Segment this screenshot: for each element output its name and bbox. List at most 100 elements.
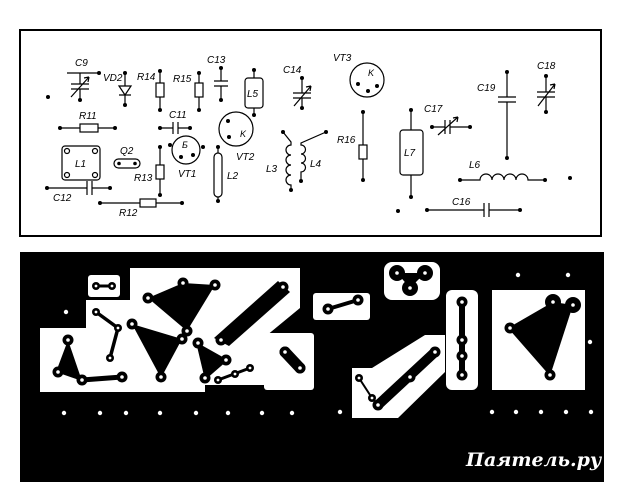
label-vt3: VT3	[333, 53, 352, 64]
resistor-r14	[155, 69, 165, 112]
label-r13: R13	[134, 173, 153, 184]
pcb-pad	[355, 374, 363, 382]
label-l3: L3	[266, 164, 278, 175]
resistor-r12	[98, 198, 184, 208]
label-c14: C14	[283, 65, 302, 76]
pcb-drill-holes	[61, 272, 594, 416]
pcb-pad	[209, 279, 221, 291]
pcb-pad	[294, 362, 306, 374]
pcb-pad	[456, 350, 468, 362]
crystal-q2	[113, 158, 141, 169]
inductor-l5	[244, 68, 264, 117]
pcb-pad	[142, 292, 154, 304]
capacitor-c19	[498, 70, 516, 160]
coil-l3	[281, 130, 293, 192]
pcb-board-panel: Паятель.ру	[20, 252, 604, 482]
label-c13: C13	[207, 55, 226, 66]
variable-capacitor-c9	[67, 71, 101, 102]
capacitor-c13	[214, 66, 228, 102]
pcb-pad	[567, 299, 579, 311]
resistor-r15	[194, 71, 204, 112]
label-vt2: VT2	[236, 152, 255, 163]
pcb-pad	[214, 376, 222, 384]
resistor-r11	[58, 123, 117, 133]
pcb-pad	[126, 318, 138, 330]
pcb-island-e	[384, 262, 440, 300]
pin-label-vt1-base: Б	[182, 140, 188, 150]
label-r16: R16	[337, 135, 356, 146]
transistor-vt1	[168, 135, 205, 165]
label-c17: C17	[424, 104, 443, 115]
pcb-pad	[246, 364, 254, 372]
pin-label-vt2-collector: K	[240, 129, 247, 139]
variable-capacitor-c17	[430, 116, 472, 136]
label-l2: L2	[227, 171, 239, 182]
pcb-pad	[429, 346, 441, 358]
pcb-pad	[192, 337, 204, 349]
pcb-pad	[114, 324, 122, 332]
transistor-vt3	[349, 62, 385, 98]
label-c9: C9	[75, 58, 88, 69]
inductor-l7	[399, 108, 424, 199]
label-vt1: VT1	[178, 169, 196, 180]
pcb-pad	[277, 281, 289, 293]
variable-capacitor-c14	[293, 76, 312, 110]
pcb-pad	[547, 296, 559, 308]
resistor-r16	[358, 110, 368, 182]
pcb-island-d	[264, 333, 314, 390]
pcb-pad	[279, 346, 291, 358]
terminal-dot	[396, 209, 400, 213]
pcb-pad	[419, 267, 431, 279]
inductor-l1	[61, 145, 101, 181]
label-r12: R12	[119, 208, 138, 219]
pcb-pad	[456, 369, 468, 381]
pcb-pad	[352, 294, 364, 306]
label-l5: L5	[247, 89, 259, 100]
pcb-pad	[504, 322, 516, 334]
label-l4: L4	[310, 159, 322, 170]
pcb-pad	[177, 277, 189, 289]
pcb-pad	[404, 371, 416, 383]
pcb-pad	[231, 370, 239, 378]
pcb-island-c	[313, 293, 370, 320]
capacitor-c16	[425, 203, 522, 217]
coil-l4	[299, 130, 328, 183]
inductor-l2	[213, 145, 223, 203]
pcb-pad	[76, 374, 88, 386]
resistor-r13	[155, 145, 165, 197]
pcb-pad	[322, 303, 334, 315]
diode-vd2	[117, 71, 133, 107]
label-r15: R15	[173, 74, 192, 85]
pcb-pad	[215, 334, 227, 346]
label-c11: C11	[169, 110, 187, 121]
pcb-pad	[92, 308, 100, 316]
pcb-pad	[199, 372, 211, 384]
label-c19: C19	[477, 83, 496, 94]
pcb-pad	[368, 394, 376, 402]
pcb-pad	[391, 267, 403, 279]
pcb-pad	[404, 282, 416, 294]
pcb-pad	[52, 366, 64, 378]
pcb-pad	[176, 333, 188, 345]
watermark: Паятель.ру	[465, 449, 603, 471]
pcb-pad	[456, 334, 468, 346]
pcb-pad	[220, 354, 232, 366]
label-r14: R14	[137, 72, 156, 83]
pcb-pad	[456, 296, 468, 308]
pcb-island-h	[492, 290, 585, 390]
label-vd2: VD2	[103, 73, 123, 84]
pcb-pad	[62, 334, 74, 346]
label-c12: C12	[53, 193, 72, 204]
pcb-island-g	[352, 335, 445, 418]
label-c16: C16	[452, 197, 471, 208]
label-r11: R11	[79, 111, 97, 122]
capacitor-c11	[158, 122, 192, 134]
pcb-pad	[155, 371, 167, 383]
pcb-pad	[92, 282, 100, 290]
pcb-pad	[106, 354, 114, 362]
variable-capacitor-c18	[537, 74, 556, 114]
pin-label-vt3-collector: K	[368, 68, 375, 78]
pcb-pad	[544, 369, 556, 381]
label-l1: L1	[75, 159, 86, 170]
